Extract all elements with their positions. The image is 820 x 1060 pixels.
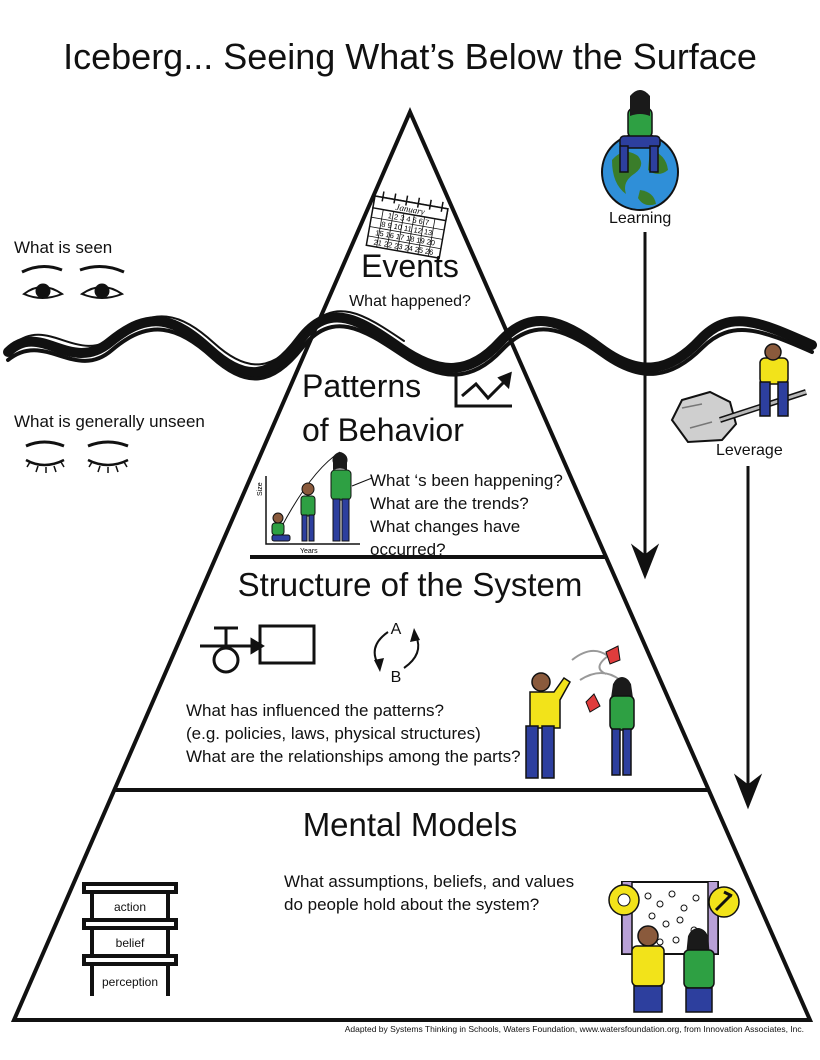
label-leverage: Leverage — [716, 442, 783, 459]
growth-graph-illustration: Size Years — [257, 451, 373, 555]
structure-question: What has influenced the patterns? — [186, 701, 444, 720]
structure-question: (e.g. policies, laws, physical structure… — [186, 724, 481, 743]
mental-models-question: What assumptions, beliefs, and values — [284, 872, 575, 891]
open-eyes-icon — [21, 265, 125, 299]
mental-models-questions: What assumptions, beliefs, and values do… — [284, 870, 584, 916]
learning-globe-icon — [601, 90, 679, 211]
mental-models-title: Mental Models — [302, 806, 518, 843]
structure-questions: What has influenced the patterns? (e.g. … — [186, 699, 526, 768]
credit-line: Adapted by Systems Thinking in Schools, … — [344, 1024, 804, 1034]
ladder-label-action: action — [113, 900, 147, 914]
ladder-icon — [82, 882, 178, 996]
loop-label-b: B — [391, 669, 402, 686]
trend-graph-icon — [454, 371, 512, 408]
stock-flow-icon — [200, 624, 316, 674]
ladder-label-belief: belief — [115, 936, 145, 950]
water-line — [3, 310, 817, 381]
kite-wind-illustration — [525, 645, 635, 779]
structure-title: Structure of the System — [237, 566, 583, 603]
patterns-question: What are the trends? — [370, 494, 529, 513]
patterns-title-line1: Patterns — [302, 368, 422, 404]
page-title: Iceberg... Seeing What’s Below the Surfa… — [63, 36, 757, 77]
leverage-arrow — [733, 466, 763, 810]
patterns-title-line2: of Behavior — [302, 412, 464, 448]
graph-y-label: Size — [257, 482, 264, 496]
closed-eyes-icon — [25, 440, 129, 473]
ladder-label-perception: perception — [101, 975, 159, 989]
mental-models-question: do people hold about the system? — [284, 895, 540, 914]
calendar-icon: January 1 2 3 4 5 6 7 8 9 10 11 12 13 15… — [365, 191, 449, 259]
learning-arrow — [630, 232, 660, 580]
iceberg-pyramid — [10, 107, 814, 1022]
events-title: Events — [361, 248, 459, 284]
patterns-question: What changes have occurred? — [370, 517, 521, 559]
graph-x-label: Years — [300, 548, 318, 555]
loop-label-a: A — [391, 621, 402, 638]
label-what-is-unseen: What is generally unseen — [14, 412, 205, 431]
label-learning: Learning — [609, 210, 672, 227]
structure-question: What are the relationships among the par… — [186, 747, 521, 766]
patterns-question: What ‘s been happening? — [370, 471, 563, 490]
leverage-rock-icon — [670, 343, 807, 444]
window-thinking-illustration — [608, 881, 740, 1013]
patterns-questions: What ‘s been happening? What are the tre… — [370, 469, 600, 561]
label-what-is-seen: What is seen — [14, 238, 113, 257]
events-question: What happened? — [349, 293, 471, 310]
causal-loop-icon: A B — [373, 621, 420, 686]
